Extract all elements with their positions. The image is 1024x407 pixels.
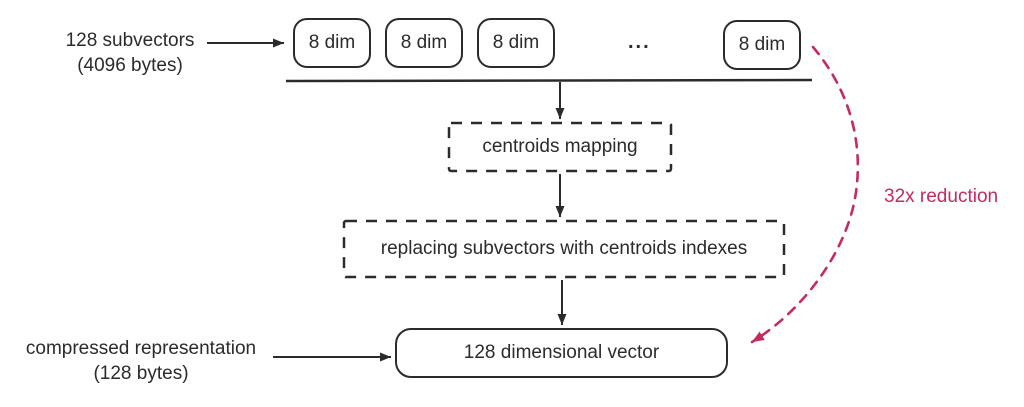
subvector-box-1: 8 dim	[293, 18, 371, 68]
reduction-label: 32x reduction	[884, 186, 999, 207]
reduction-curve-arrow	[750, 45, 860, 344]
input-annotation-line2: (4096 bytes)	[77, 55, 183, 76]
step1-label: centroids mapping	[482, 136, 638, 157]
output-vector-box: 128 dimensional vector	[395, 328, 728, 378]
subvector-box-2: 8 dim	[385, 18, 463, 68]
step2-label: replacing subvectors with centroids inde…	[380, 238, 748, 259]
output-annotation-line1: compressed representation	[25, 338, 257, 359]
input-annotation: 128 subvectors (4096 bytes)	[30, 28, 230, 78]
subvector-box-4: 8 dim	[723, 20, 801, 70]
subvector-box-1-label: 8 dim	[308, 32, 356, 53]
subvector-baseline	[285, 78, 813, 83]
output-annotation-line2: (128 bytes)	[93, 363, 189, 384]
subvector-box-3: 8 dim	[477, 18, 555, 68]
subvector-box-4-label: 8 dim	[738, 34, 786, 55]
subvector-box-3-label: 8 dim	[492, 32, 540, 53]
output-vector-label: 128 dimensional vector	[463, 342, 660, 363]
input-annotation-line1: 128 subvectors	[65, 30, 195, 51]
output-annotation: compressed representation (128 bytes)	[10, 336, 272, 386]
subvector-box-2-label: 8 dim	[400, 32, 448, 53]
subvector-ellipsis: ...	[628, 31, 651, 53]
